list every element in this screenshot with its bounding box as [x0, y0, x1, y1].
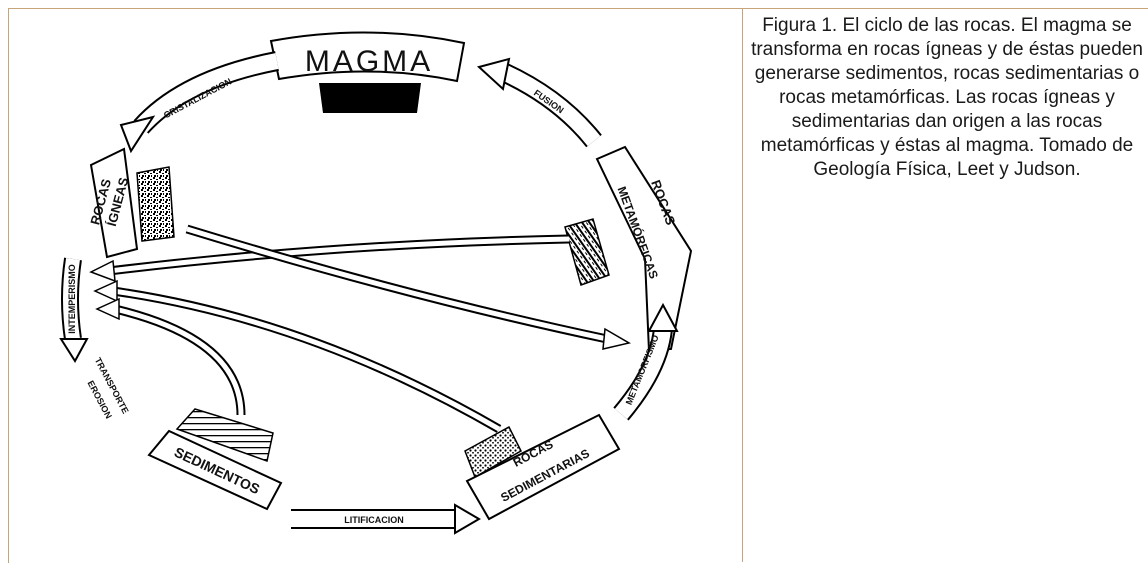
arrow-metamorficas-to-intemperismo — [89, 234, 570, 283]
table-frame — [8, 8, 1148, 563]
rocas-metamorficas-box: ROCAS METAMÓRFICAS — [595, 145, 693, 353]
table-divider — [742, 8, 743, 562]
magma-swatch — [319, 83, 421, 113]
figure-cell: MAGMA CRISTALIZACION FUSION ROCAS ÍGNEAS — [9, 9, 742, 562]
arrow-sedimentarias-to-intemperismo — [93, 279, 502, 433]
litificacion-label: LITIFICACION — [344, 515, 404, 525]
rock-cycle-diagram: MAGMA CRISTALIZACION FUSION ROCAS ÍGNEAS — [59, 31, 693, 535]
figure-caption: Figura 1. El ciclo de las rocas. El magm… — [751, 15, 1143, 180]
magma-label: MAGMA — [305, 45, 433, 78]
cristalizacion-arrow: CRISTALIZACION — [119, 51, 279, 154]
fusion-arrow: FUSION — [476, 57, 602, 148]
arrow-igneas-to-metamorficas — [185, 224, 632, 350]
intemperismo-arrow: INTEMPERISMO — [59, 257, 89, 363]
igneous-rock-swatch — [136, 166, 175, 242]
sedimentary-rock-swatch — [464, 425, 522, 479]
rocas-igneas-box: ROCAS ÍGNEAS — [87, 147, 139, 259]
sediment-swatch — [175, 408, 274, 462]
metamorphic-rock-swatch — [564, 218, 610, 286]
arrow-sedimentos-to-intemperismo — [95, 297, 246, 416]
litificacion-arrow: LITIFICACION — [291, 503, 481, 535]
magma-label-box: MAGMA — [269, 31, 466, 83]
intemperismo-label: INTEMPERISMO — [67, 264, 77, 334]
